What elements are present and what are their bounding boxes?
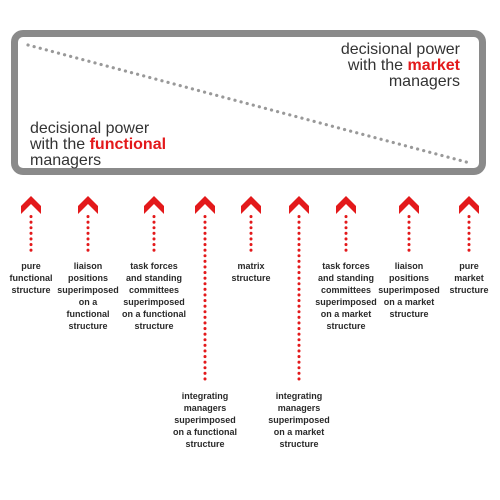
structure-label: pure functional structure	[0, 260, 81, 296]
structure-label-line: structure	[326, 321, 366, 331]
structure-label-line: functional	[66, 309, 110, 319]
structure-label-line: liaison	[73, 261, 103, 271]
structure-label-line: task forces	[130, 261, 178, 271]
chevron-up-icon	[289, 196, 309, 214]
structure-label-line: managers	[183, 403, 227, 413]
structure-label-line: structure	[68, 321, 108, 331]
dotted-stem	[152, 215, 156, 255]
functional-headline-line1: decisional power	[30, 120, 150, 137]
structure-label: matrix structure	[201, 260, 301, 284]
chevron-up-icon	[144, 196, 164, 214]
structure-label-line: structure	[134, 321, 174, 331]
structure-label-line: on a market	[273, 427, 325, 437]
structure-label-line: positions	[389, 273, 429, 283]
chevron-up-icon	[195, 196, 215, 214]
structure-label-line: functional	[9, 273, 53, 283]
structure-label-line: task forces	[322, 261, 370, 271]
structure-label-line: matrix	[237, 261, 265, 271]
structure-label-line: superimposed	[315, 297, 377, 307]
structure-label: pure market structure	[419, 260, 500, 296]
structure-label-line: managers	[277, 403, 321, 413]
structure-label-line: structure	[231, 273, 271, 283]
market-headline-line1: decisional power	[340, 41, 460, 58]
structure-label-line: and standing	[318, 273, 374, 283]
structure-label-line: on a functional	[122, 309, 186, 319]
structure-label-line: and standing	[126, 273, 182, 283]
structure-label-line: superimposed	[378, 285, 440, 295]
structure-label-line: structure	[389, 309, 429, 319]
structure-label-line: on a functional	[173, 427, 237, 437]
chevron-up-icon	[21, 196, 41, 214]
chevron-up-icon	[241, 196, 261, 214]
structure-label-line: structure	[185, 439, 225, 449]
structure-label-line: pure	[21, 261, 41, 271]
structure-label: liaison positions superimposed on a function…	[38, 260, 138, 332]
structure-label-line: market	[454, 273, 484, 283]
structure-label-line: superimposed	[123, 297, 185, 307]
dotted-stem	[203, 215, 207, 385]
dotted-stem	[297, 215, 301, 385]
structure-label-line: integrating	[181, 391, 229, 401]
structure-label-line: committees	[320, 285, 372, 295]
structure-label-line: structure	[449, 285, 489, 295]
structure-label-line: structure	[11, 285, 51, 295]
structure-label-line: liaison	[394, 261, 424, 271]
functional-headline-prefix: with the	[30, 136, 90, 153]
dotted-stem	[86, 215, 90, 255]
chevron-up-icon	[459, 196, 479, 214]
market-headline-prefix: with the	[347, 57, 408, 74]
structure-label: liaison positions superimposed on a market s…	[359, 260, 459, 320]
market-headline-accent: market	[407, 57, 460, 74]
market-managers-headline: decisional power with the market manager…	[341, 42, 460, 90]
dotted-stem	[29, 215, 33, 255]
market-headline-line3: managers	[388, 73, 460, 90]
structure-label-line: on a	[78, 297, 98, 307]
structure-label-line: pure	[459, 261, 479, 271]
market-headline-line2: with the market	[341, 58, 460, 74]
structure-label-line: on a market	[320, 309, 372, 319]
functional-headline-accent: functional	[89, 136, 167, 153]
structure-label-line: on a market	[383, 297, 435, 307]
structure-label: integrating managers superimposed on a mark…	[249, 390, 349, 450]
dotted-stem	[249, 215, 253, 255]
structure-label-line: structure	[279, 439, 319, 449]
dotted-stem	[344, 215, 348, 255]
structure-label: integrating managers superimposed on a func…	[155, 390, 255, 450]
chevron-up-icon	[78, 196, 98, 214]
structure-label: task forces and standing committees superim…	[296, 260, 396, 332]
functional-headline-line3: managers	[30, 152, 102, 169]
dotted-stem	[407, 215, 411, 255]
chevron-up-icon	[336, 196, 356, 214]
dotted-stem	[467, 215, 471, 255]
structure-label-line: superimposed	[57, 285, 119, 295]
functional-headline-line2: with the functional	[30, 137, 166, 153]
structure-label-line: positions	[68, 273, 108, 283]
structure-label-line: superimposed	[174, 415, 236, 425]
structure-label: task forces and standing committees superim…	[104, 260, 204, 332]
structure-label-line: committees	[128, 285, 180, 295]
chevron-up-icon	[399, 196, 419, 214]
structure-label-line: integrating	[275, 391, 323, 401]
structure-label-line: superimposed	[268, 415, 330, 425]
functional-managers-headline: decisional power with the functional man…	[30, 121, 166, 169]
